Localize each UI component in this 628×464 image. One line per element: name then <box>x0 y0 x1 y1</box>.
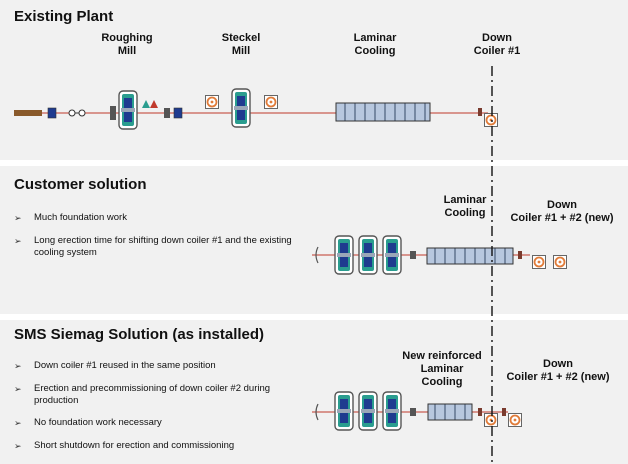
crop-shear-icon <box>173 107 183 119</box>
bullet-item: Down coiler #1 reused in the same positi… <box>14 360 314 372</box>
furnace-coil-right-icon <box>264 95 278 109</box>
pinch-roll-icon <box>478 108 482 116</box>
laminar-cooling-bank-icon <box>335 102 431 122</box>
roughing-exit-guide-icon <box>164 108 170 118</box>
sms-solution-bullets: Down coiler #1 reused in the same positi… <box>14 360 314 452</box>
down-coiler-label: Down Coiler #1 + #2 (new) <box>510 199 614 224</box>
sms-solution-line <box>312 391 522 431</box>
marker-red-icon <box>150 100 158 108</box>
existing-plant-panel: Existing Plant Roughing Mill Steckel Mil… <box>0 0 628 160</box>
laminar-cooling-label: Laminar Cooling <box>353 32 397 57</box>
sms-siemag-solution-panel: SMS Siemag Solution (as installed) Down … <box>0 320 628 464</box>
descaler-icon <box>47 107 57 119</box>
laminar-cooling-label: New reinforced Laminar Cooling <box>402 350 482 388</box>
slab-icon <box>14 110 42 116</box>
laminar-cooling-bank-icon <box>426 247 514 265</box>
roughing-mill-stand-icon <box>118 90 138 130</box>
roughing-mill-label: Roughing Mill <box>101 32 153 57</box>
furnace-coil-left-icon <box>205 95 219 109</box>
down-coiler-label: Down Coiler #1 + #2 (new) <box>506 358 610 383</box>
section-title-customer-solution: Customer solution <box>14 176 147 193</box>
line-break-icon <box>315 403 319 421</box>
guide-icon <box>410 408 416 416</box>
marker-green-icon <box>142 100 150 108</box>
finishing-stand-icon <box>358 235 378 275</box>
down-coiler-1-icon <box>484 413 498 427</box>
customer-solution-panel: Customer solution Much foundation work L… <box>0 166 628 314</box>
finishing-stand-icon <box>358 391 378 431</box>
bullet-item: No foundation work necessary <box>14 417 314 429</box>
guide-icon <box>410 251 416 259</box>
steckel-mill-label: Steckel Mill <box>221 32 261 57</box>
edger-icon <box>68 109 86 117</box>
down-coiler-1-icon <box>532 255 546 269</box>
down-coiler-2-icon <box>553 255 567 269</box>
existing-plant-line <box>14 88 498 130</box>
down-coiler-1-icon <box>484 113 498 127</box>
bullet-item: Erection and precommissioning of down co… <box>14 383 314 407</box>
pinch-roll-icon <box>502 408 506 416</box>
finishing-stand-icon <box>382 391 402 431</box>
down-coiler-2-icon <box>508 413 522 427</box>
bullet-item: Short shutdown for erection and commissi… <box>14 440 314 452</box>
roughing-side-guide-icon <box>110 106 116 120</box>
customer-solution-bullets: Much foundation work Long erection time … <box>14 212 304 259</box>
finishing-stand-icon <box>382 235 402 275</box>
finishing-stand-icon <box>334 235 354 275</box>
line-break-icon <box>315 246 319 264</box>
finishing-stand-icon <box>334 391 354 431</box>
down-coiler-label: Down Coiler #1 <box>473 32 521 57</box>
reinforced-laminar-cooling-icon <box>427 403 473 421</box>
bullet-item: Long erection time for shifting down coi… <box>14 235 304 259</box>
steckel-mill-stand-icon <box>231 88 251 128</box>
laminar-cooling-label: Laminar Cooling <box>443 194 487 219</box>
pinch-roll-icon <box>478 408 482 416</box>
section-title-sms-siemag: SMS Siemag Solution (as installed) <box>14 326 265 343</box>
customer-solution-line <box>312 235 567 275</box>
section-title-existing-plant: Existing Plant <box>14 8 114 25</box>
bullet-item: Much foundation work <box>14 212 304 224</box>
pinch-roll-icon <box>518 251 522 259</box>
